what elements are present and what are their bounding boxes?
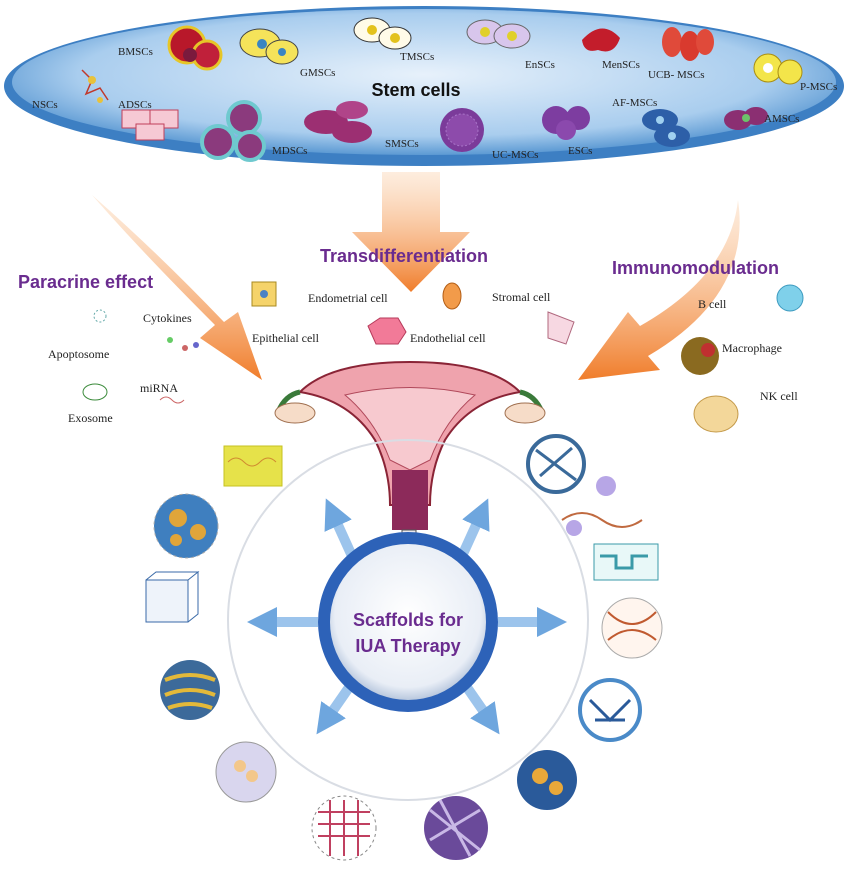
fibrous-mesh-icon bbox=[160, 660, 220, 720]
uc-msc-cells-icon bbox=[440, 108, 484, 152]
label-amscs: AMSCs bbox=[764, 113, 799, 125]
label-cytokines: Cytokines bbox=[143, 311, 192, 325]
cytokines-icon bbox=[193, 342, 199, 348]
label-nk-cell: NK cell bbox=[760, 389, 798, 403]
mechanism-arrows bbox=[92, 172, 740, 380]
hydrogel-sheet-icon bbox=[223, 445, 283, 487]
porous-sponge-icon bbox=[153, 493, 219, 559]
label-gmscs: GMSCs bbox=[300, 67, 335, 79]
scaffold-illustrations bbox=[145, 434, 663, 861]
center-down-arrow bbox=[352, 172, 470, 292]
label-exosome: Exosome bbox=[68, 411, 113, 425]
tmsc-cells-icon bbox=[353, 17, 412, 50]
label-mdscs: MDSCs bbox=[272, 145, 307, 157]
heading-transdifferentiation: Transdifferentiation bbox=[320, 246, 488, 266]
right-curved-arrow bbox=[578, 200, 740, 380]
sponge-disc-icon bbox=[517, 750, 577, 810]
label-stromal-cell: Stromal cell bbox=[492, 290, 551, 304]
mirna-icon bbox=[159, 396, 185, 404]
b-cell-icon bbox=[776, 284, 804, 312]
cell-illustrations bbox=[81, 17, 803, 162]
adsc-cells-icon bbox=[121, 109, 179, 141]
heading-immunomodulation: Immunomodulation bbox=[612, 258, 779, 278]
label-bmscs: BMSCs bbox=[118, 46, 153, 58]
nanofiber-icon bbox=[424, 796, 488, 860]
woven-grid-icon bbox=[311, 795, 377, 861]
label-enscs: EnSCs bbox=[525, 59, 555, 71]
polymer-chain-icon bbox=[561, 476, 643, 536]
amsc-cells-icon bbox=[724, 107, 768, 130]
mensc-cells-icon bbox=[582, 28, 620, 52]
hydrogel-block-icon bbox=[593, 543, 659, 581]
apoptosome-icon bbox=[93, 309, 107, 323]
center-label-line1: Scaffolds for bbox=[353, 610, 463, 630]
stromal-cell-icon bbox=[547, 311, 575, 345]
macrophage-icon bbox=[681, 337, 719, 375]
paracrine-items: Cytokines Apoptosome miRNA Exosome bbox=[48, 309, 199, 425]
center-label-line2: IUA Therapy bbox=[355, 636, 460, 656]
immune-items: B cell Macrophage NK cell bbox=[681, 284, 804, 433]
label-tmscs: TMSCs bbox=[400, 51, 434, 63]
radiating-arrows bbox=[247, 498, 567, 735]
label-nscs: NSCs bbox=[32, 99, 58, 111]
nsc-cells-icon bbox=[81, 69, 109, 103]
esc-cells-icon bbox=[542, 106, 590, 140]
label-endometrial-cell: Endometrial cell bbox=[308, 291, 388, 305]
branched-scaffold-icon bbox=[526, 434, 586, 494]
left-curved-arrow bbox=[92, 195, 262, 380]
mdsc-cells-icon bbox=[200, 100, 266, 162]
label-epithelial-cell: Epithelial cell bbox=[252, 331, 320, 345]
label-escs: ESCs bbox=[568, 145, 592, 157]
cube-matrix-icon bbox=[145, 570, 200, 623]
exosome-icon bbox=[82, 383, 108, 401]
ucb-msc-cells-icon bbox=[662, 27, 714, 61]
label-apoptosome: Apoptosome bbox=[48, 347, 109, 361]
gmsc-cells-icon bbox=[239, 28, 299, 65]
label-endothelial-cell: Endothelial cell bbox=[410, 331, 486, 345]
label-ucb-mscs: UCB- MSCs bbox=[648, 69, 705, 81]
ensc-cells-icon bbox=[466, 19, 531, 49]
network-gel-icon bbox=[578, 678, 642, 742]
nk-cell-icon bbox=[693, 395, 739, 433]
label-uc-mscs: UC-MSCs bbox=[492, 149, 538, 161]
label-p-mscs: P-MSCs bbox=[800, 81, 837, 93]
af-msc-cells-icon bbox=[642, 109, 690, 147]
scaffold-ring-guide bbox=[227, 439, 589, 801]
fibrin-mesh-icon bbox=[601, 597, 663, 659]
label-adscs: ADSCs bbox=[118, 99, 152, 111]
endothelial-cell-icon bbox=[367, 317, 407, 345]
label-menscs: MenSCs bbox=[602, 59, 640, 71]
label-mirna: miRNA bbox=[140, 381, 178, 395]
label-macrophage: Macrophage bbox=[722, 341, 782, 355]
stem-cell-labels: BMSCs GMSCs TMSCs EnSCs MenSCs UCB- MSCs… bbox=[32, 46, 837, 161]
label-af-mscs: AF-MSCs bbox=[612, 97, 657, 109]
microsphere-icon bbox=[215, 741, 277, 803]
stem-cells-title: Stem cells bbox=[371, 80, 460, 100]
transdiff-items: Endometrial cell Stromal cell Epithelial… bbox=[251, 281, 575, 345]
center-disc bbox=[330, 544, 486, 700]
heading-paracrine: Paracrine effect bbox=[18, 272, 153, 292]
label-b-cell: B cell bbox=[698, 297, 727, 311]
p-msc-cells-icon bbox=[753, 53, 803, 85]
bmsc-cells-icon bbox=[167, 25, 223, 71]
label-smscs: SMSCs bbox=[385, 138, 419, 150]
smsc-cells-icon bbox=[304, 101, 372, 143]
endometrial-cell-icon bbox=[442, 282, 462, 310]
